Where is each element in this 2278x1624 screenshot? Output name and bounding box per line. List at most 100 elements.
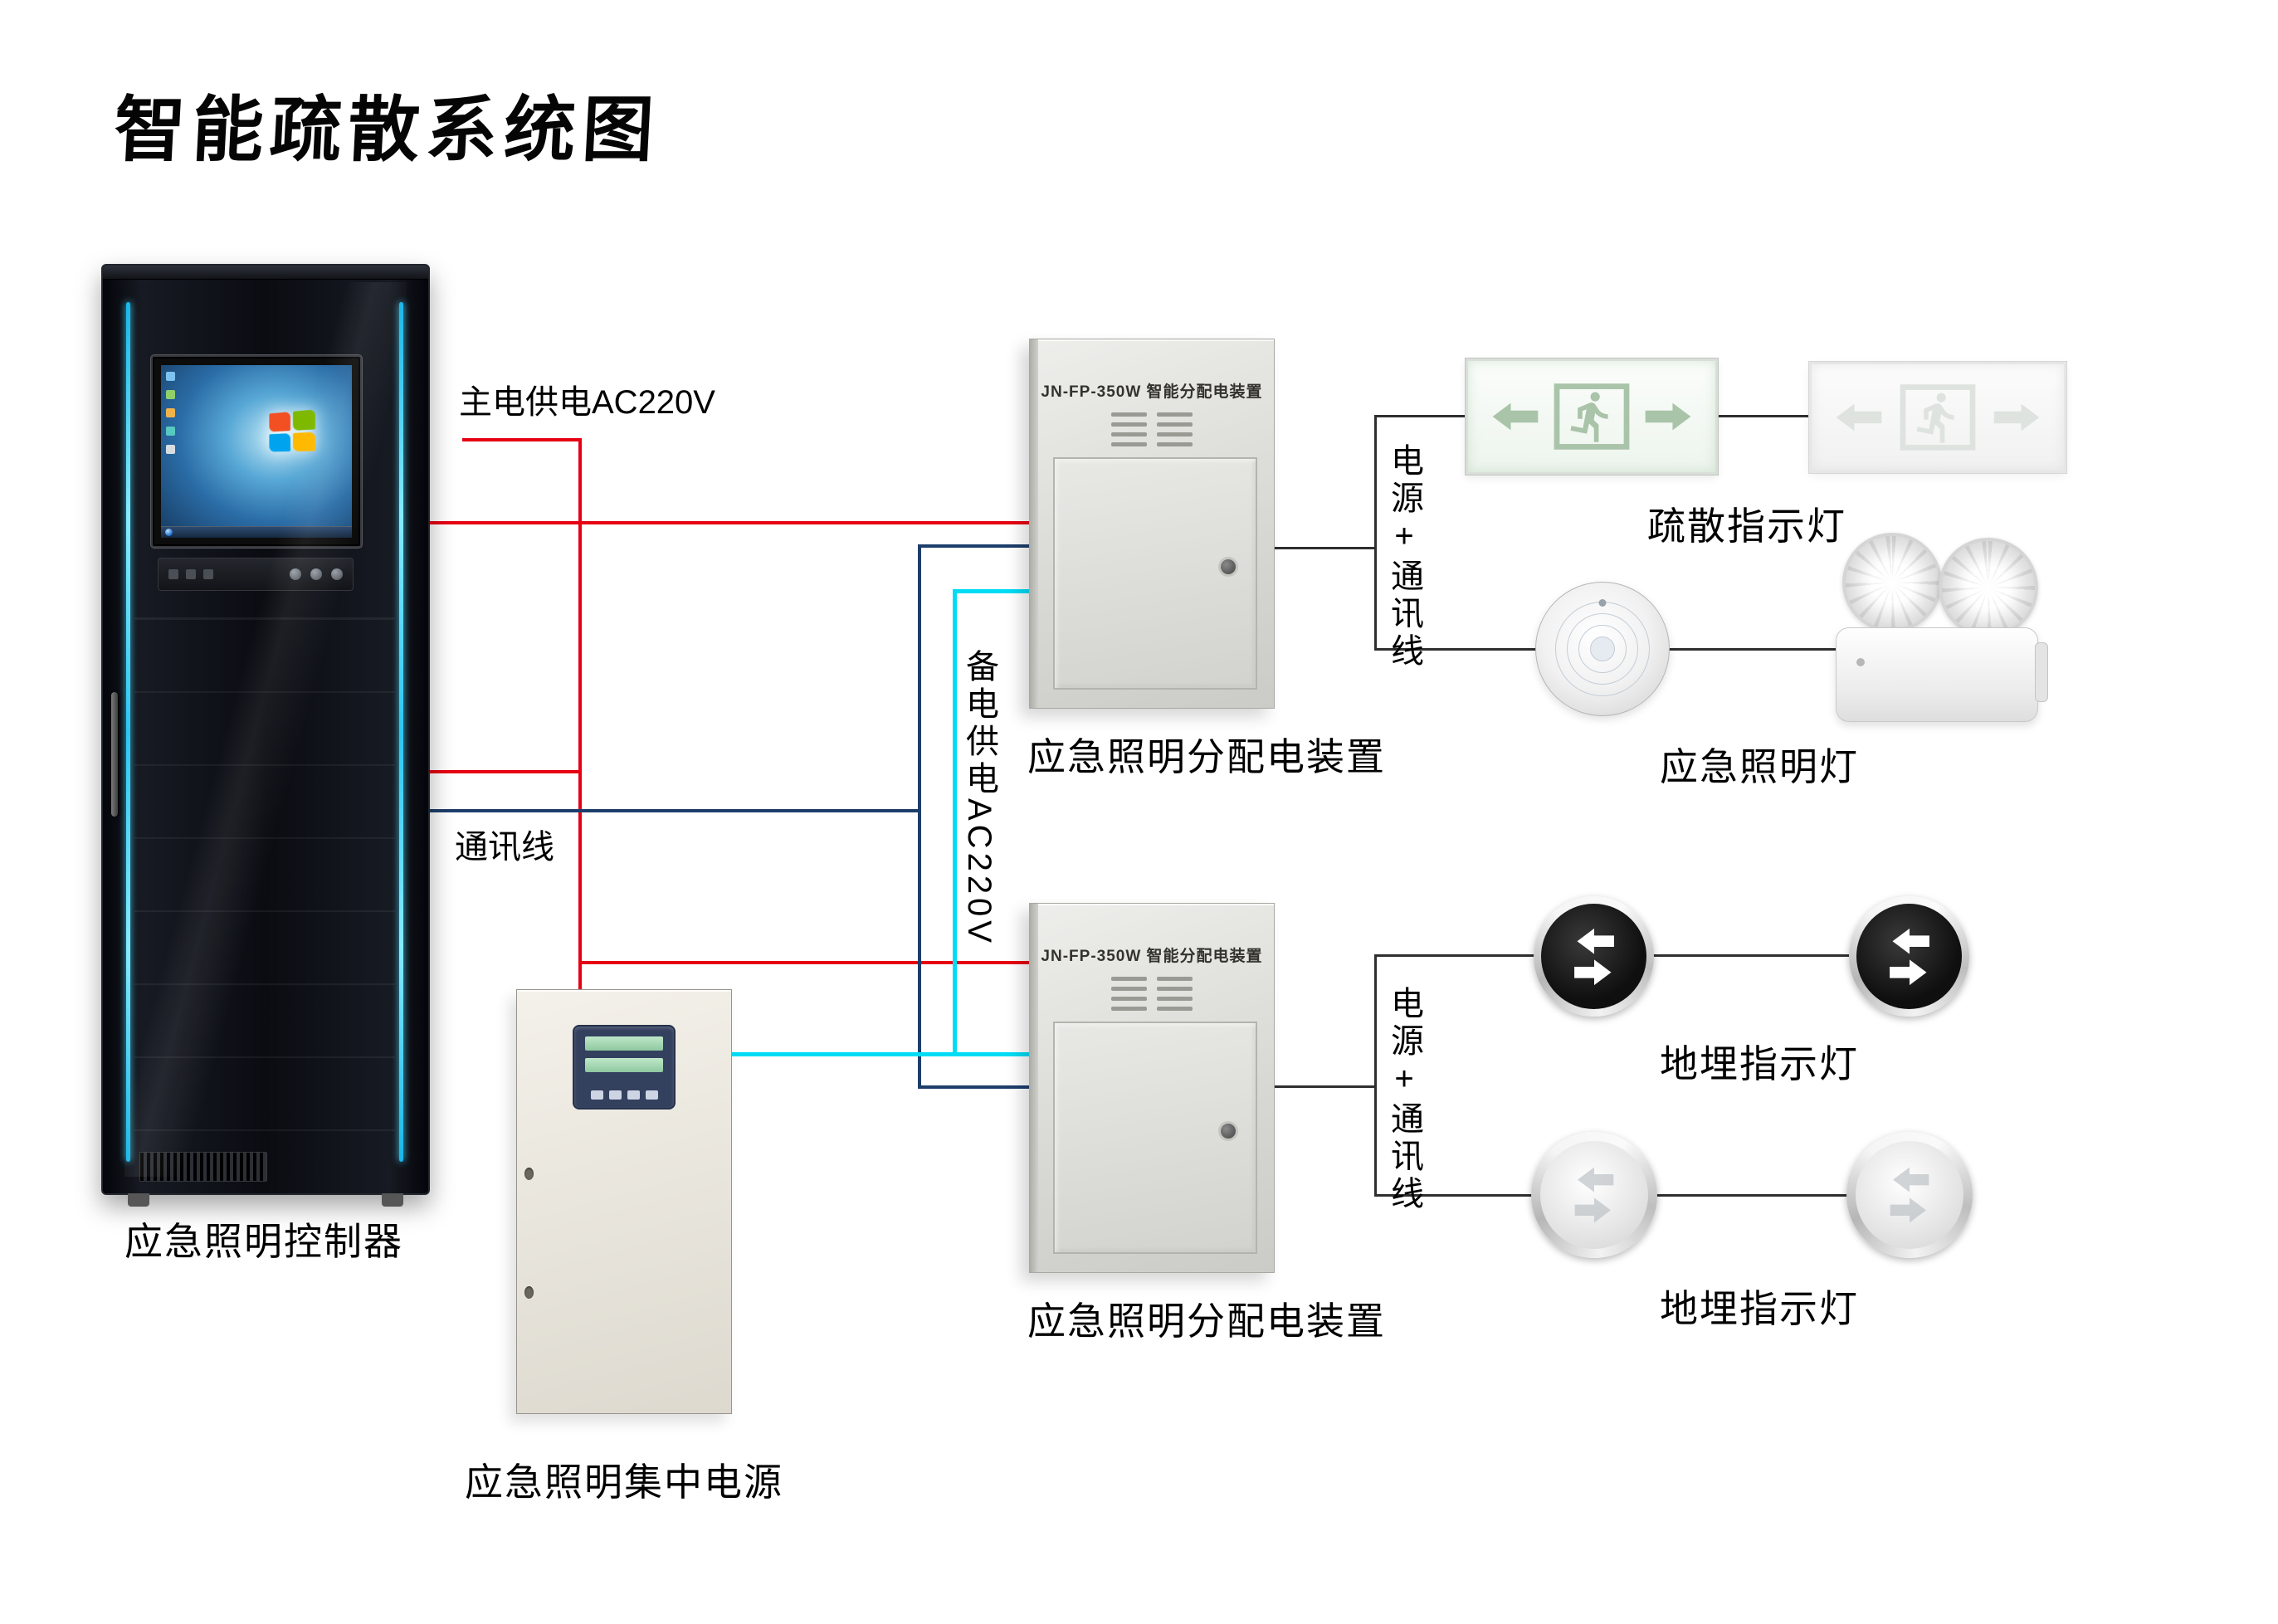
indicator-dash	[1111, 977, 1147, 981]
power-box-lock	[524, 1168, 534, 1181]
panel-button	[203, 569, 213, 579]
lamp-head	[1842, 533, 1942, 632]
distribution-box-model: JN-FP-350W 智能分配电装置	[1041, 383, 1263, 401]
taskbar	[161, 526, 352, 538]
wire-main-power-to-distbox-bottom	[578, 961, 1029, 964]
windows-logo-pane	[292, 409, 315, 431]
wire-to-black-ground-light-1	[1374, 954, 1535, 957]
main-power-label: 主电供电AC220V	[459, 384, 715, 421]
panel-button	[186, 569, 196, 579]
wire-to-twin-light	[1666, 648, 1837, 651]
windows-logo-pane	[269, 412, 290, 432]
dome-center	[1590, 636, 1615, 661]
power-comm-label-top: 电源+通讯线	[1386, 443, 1422, 671]
distribution-box-model: JN-FP-350W 智能分配电装置	[1041, 948, 1263, 965]
exit-sign-1	[1465, 358, 1719, 475]
wire-output-top-from-distbox	[1271, 547, 1377, 549]
indicator-dash	[1157, 432, 1193, 436]
door-lock	[1221, 1124, 1236, 1139]
wire-to-exit-sign-1	[1374, 415, 1466, 417]
display-button	[608, 1090, 622, 1100]
wire-main-power-bus-vertical	[578, 438, 582, 991]
cabinet-led-strip-right	[399, 302, 403, 1162]
indicator-dash	[1111, 987, 1147, 991]
ground-lights-steel-label: 地埋指示灯	[1660, 1287, 1859, 1330]
cabinet-foot	[382, 1193, 403, 1207]
running-man-icon	[1554, 383, 1630, 450]
wire-comm-to-distbox-top	[918, 544, 1029, 548]
wire-between-exit-signs	[1718, 415, 1809, 417]
lamp-body	[1836, 627, 2038, 722]
cabinet-control-panel	[158, 558, 354, 591]
wire-to-dome-light	[1374, 648, 1537, 651]
wire-main-power-to-cabinet	[425, 770, 582, 773]
start-orb-icon	[165, 529, 173, 536]
wire-comm-to-distbox-bottom	[918, 1085, 1029, 1089]
indicator-dash	[1157, 1007, 1193, 1011]
dome-emergency-light	[1535, 582, 1670, 716]
wire-backup-power-bus-vertical	[953, 589, 957, 1056]
distribution-box-bottom: JN-FP-350W 智能分配电装置	[1029, 903, 1275, 1273]
arrow-right-icon	[1645, 402, 1691, 431]
wire-between-steel-ground-lights	[1656, 1194, 1848, 1197]
desktop-icon	[166, 427, 175, 436]
indicator-dash	[1157, 422, 1193, 427]
double-arrow-icon	[1574, 1167, 1614, 1223]
arrow-right-icon	[1993, 403, 2040, 432]
indicator-dash	[1111, 997, 1147, 1001]
desktop-icon	[166, 390, 175, 399]
controller-monitor	[151, 355, 362, 548]
black-ground-light-1	[1534, 896, 1654, 1017]
display-buttons	[583, 1090, 666, 1100]
door-lock	[1221, 559, 1236, 575]
running-man-icon	[1900, 384, 1976, 451]
desktop-icons	[166, 372, 175, 454]
steel-ground-light-2	[1846, 1132, 1973, 1258]
wire-comm-from-cabinet	[425, 809, 919, 812]
wire-to-steel-ground-light-1	[1374, 1194, 1533, 1197]
wire-main-power-to-distbox-top	[425, 521, 1029, 524]
windows-logo-icon	[269, 409, 315, 452]
power-box-lock	[524, 1286, 534, 1299]
indicator-dash	[1111, 432, 1147, 436]
display-button	[645, 1090, 658, 1100]
wire-output-bottom-from-distbox	[1271, 1085, 1377, 1088]
double-arrow-icon	[1890, 1167, 1929, 1223]
wire-backup-power-to-distbox-top	[953, 589, 1029, 593]
double-arrow-icon	[1889, 928, 1929, 985]
power-comm-label-bottom: 电源+通讯线	[1386, 986, 1422, 1213]
page-title: 智能疏散系统图	[112, 90, 663, 170]
steel-ground-light-1	[1531, 1132, 1657, 1258]
wire-comm-bus-vertical	[918, 544, 921, 1089]
panel-knob	[310, 568, 322, 580]
central-power-supply	[516, 989, 732, 1414]
twin-head-emergency-light	[1836, 533, 2048, 725]
arrow-left-icon	[1492, 402, 1539, 431]
display-button	[627, 1090, 640, 1100]
lamp-handle	[2035, 642, 2048, 702]
distribution-box-top: JN-FP-350W 智能分配电装置	[1029, 339, 1275, 709]
ground-light-face	[1541, 904, 1646, 1009]
controller-label: 应急照明控制器	[124, 1220, 403, 1263]
power-supply-display	[573, 1025, 676, 1109]
distribution-box-top-label: 应急照明分配电装置	[1027, 735, 1386, 778]
backup-power-label: 备电供电AC220V	[961, 649, 998, 947]
black-ground-light-2	[1849, 896, 1969, 1017]
wire-output-top-vertical	[1374, 415, 1377, 651]
lcd-row	[585, 1036, 663, 1051]
dome-indicator-dot	[1598, 599, 1607, 607]
indicator-dash	[1157, 987, 1193, 991]
lamp-test-button	[1856, 658, 1865, 666]
panel-knob	[331, 568, 343, 580]
display-button	[590, 1090, 603, 1100]
box-side-edge	[1030, 339, 1038, 708]
ground-light-face	[1856, 904, 1962, 1009]
exit-sign-2	[1808, 361, 2067, 474]
box-door	[1053, 1022, 1257, 1254]
double-arrow-icon	[1573, 928, 1614, 985]
central-power-label: 应急照明集中电源	[465, 1461, 783, 1504]
ground-lights-black-label: 地埋指示灯	[1660, 1042, 1859, 1085]
rack-panel-lines	[134, 617, 395, 1134]
cabinet-top-cap	[103, 266, 428, 280]
